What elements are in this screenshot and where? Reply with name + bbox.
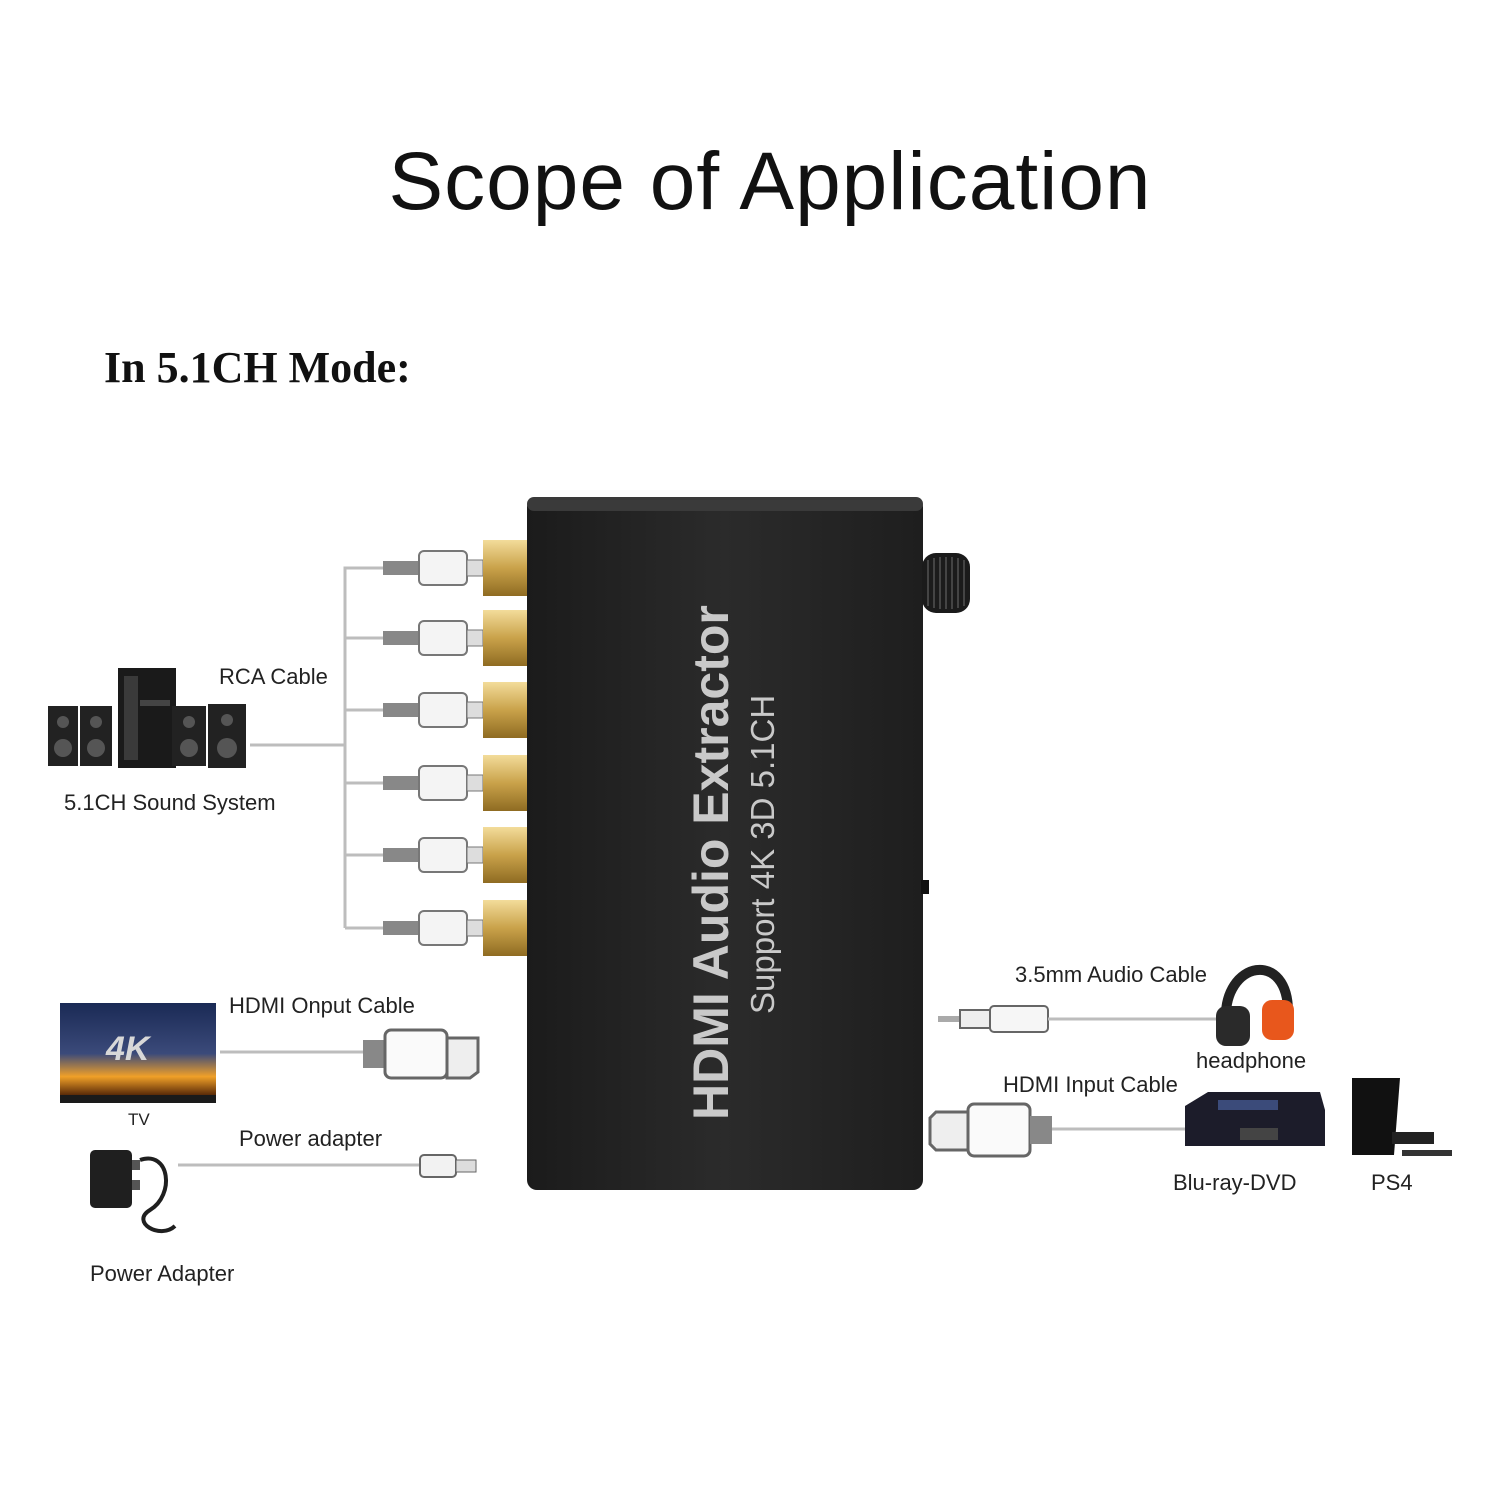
ps4-label: PS4	[1371, 1170, 1413, 1195]
rca-port-2	[383, 610, 527, 666]
tv-label: TV	[128, 1110, 150, 1129]
audio-cable-label: 3.5mm Audio Cable	[1015, 962, 1207, 987]
rca-port-5	[383, 827, 527, 883]
rca-port-3	[383, 682, 527, 738]
bluray-label: Blu-ray-DVD	[1173, 1170, 1297, 1195]
tv-icon	[60, 1003, 216, 1103]
volume-knob-icon	[922, 553, 970, 613]
rca-port-1	[383, 540, 527, 596]
sound-system-label: 5.1CH Sound System	[64, 790, 276, 815]
power-adapter-cable	[178, 1154, 477, 1178]
audio-cable	[938, 1005, 1220, 1033]
hdmi-input-cable	[928, 1102, 1185, 1158]
rca-port-6	[383, 900, 527, 956]
headphone-icon	[1216, 964, 1294, 1046]
device-name: HDMI Audio Extractor	[683, 605, 739, 1120]
hdmi-output-cable	[220, 1028, 480, 1080]
headphone-label: headphone	[1196, 1048, 1307, 1073]
sound-system-icon	[48, 668, 246, 768]
ps4-icon	[1352, 1078, 1452, 1156]
device-subtitle: Support 4K 3D 5.1CH	[744, 694, 781, 1014]
power-adapter-label: Power Adapter	[90, 1261, 235, 1286]
power-adapter-icon	[90, 1150, 177, 1234]
tv-screen-text: 4K	[105, 1030, 152, 1068]
rca-port-4	[383, 755, 527, 811]
hdmi-audio-extractor-device	[527, 497, 929, 1190]
mode-heading: In 5.1CH Mode:	[104, 343, 411, 392]
rca-cable-bundle	[250, 566, 385, 930]
hdmi-output-cable-label: HDMI Onput Cable	[229, 993, 415, 1018]
hdmi-input-cable-label: HDMI Input Cable	[1003, 1072, 1178, 1097]
power-adapter-cable-label: Power adapter	[239, 1126, 383, 1151]
page-title: Scope of Application	[388, 136, 1152, 227]
bluray-player-icon	[1185, 1092, 1325, 1146]
rca-cable-label: RCA Cable	[219, 664, 328, 689]
